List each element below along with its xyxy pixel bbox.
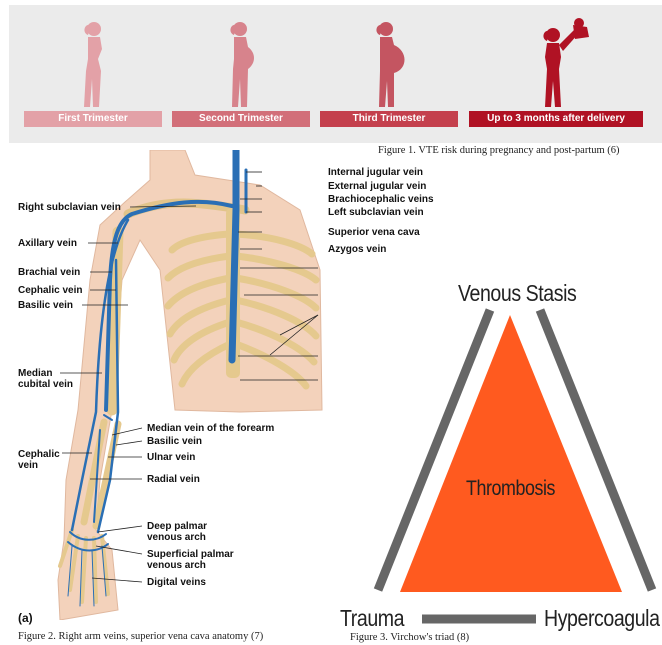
figure1-panel: First Trimester Second Trimester Third T…: [9, 5, 662, 143]
pregnant-woman-silhouette-icon: [64, 19, 124, 109]
figure1-caption: Figure 1. VTE risk during pregnancy and …: [378, 145, 620, 156]
label-trauma: Trauma: [340, 605, 404, 632]
stage-bar: Second Trimester: [172, 111, 310, 127]
label-radial-vein: Radial vein: [147, 474, 200, 485]
label-thrombosis: Thrombosis: [466, 477, 555, 501]
stage-first-trimester: First Trimester: [24, 5, 164, 143]
label-axillary-vein: Axillary vein: [18, 238, 77, 249]
label-brachiocephalic-veins: Brachiocephalic veins: [328, 194, 434, 205]
label-left-subclavian-vein: Left subclavian vein: [328, 207, 424, 218]
label-median-vein-forearm: Median vein of the forearm: [147, 423, 274, 434]
virchows-triad-diagram: [330, 270, 662, 645]
figure2-caption: Figure 2. Right arm veins, superior vena…: [18, 631, 263, 642]
label-internal-jugular-vein: Internal jugular vein: [328, 167, 423, 178]
stage-bar: First Trimester: [24, 111, 162, 127]
label-cephalic-vein-lower: Cephalic vein: [18, 449, 68, 471]
label-venous-stasis: Venous Stasis: [458, 280, 576, 307]
figure3-caption: Figure 3. Virchow's triad (8): [350, 632, 469, 643]
label-external-jugular-vein: External jugular vein: [328, 181, 426, 192]
label-deep-palmar-arch: Deep palmar venous arch: [147, 521, 227, 543]
label-ulnar-vein: Ulnar vein: [147, 452, 195, 463]
label-median-cubital-vein: Median cubital vein: [18, 368, 80, 390]
figure3-panel: Venous Stasis Thrombosis Trauma Hypercoa…: [330, 270, 662, 645]
label-hypercoagula: Hypercoagula: [544, 605, 660, 632]
figure2-panel: Right subclavian vein Axillary vein Brac…: [0, 150, 332, 632]
label-superficial-palmar-arch: Superficial palmar venous arch: [147, 549, 247, 571]
label-superior-vena-cava: Superior vena cava: [328, 227, 420, 238]
label-cephalic-vein: Cephalic vein: [18, 285, 82, 296]
label-azygos-vein: Azygos vein: [328, 244, 386, 255]
stage-second-trimester: Second Trimester: [172, 5, 312, 143]
stage-bar: Third Trimester: [320, 111, 458, 127]
label-digital-veins: Digital veins: [147, 577, 206, 588]
panel-label: (a): [18, 613, 33, 624]
pregnant-woman-silhouette-icon: [360, 19, 420, 109]
label-brachial-vein: Brachial vein: [18, 267, 80, 278]
label-basilic-vein-lower: Basilic vein: [147, 436, 202, 447]
stage-third-trimester: Third Trimester: [320, 5, 460, 143]
mother-holding-baby-icon: [513, 17, 603, 107]
stage-bar: Up to 3 months after delivery: [469, 111, 643, 127]
pregnant-woman-silhouette-icon: [212, 19, 272, 109]
stage-postpartum: Up to 3 months after delivery: [469, 5, 645, 143]
label-basilic-vein: Basilic vein: [18, 300, 73, 311]
label-right-subclavian-vein: Right subclavian vein: [18, 202, 121, 213]
